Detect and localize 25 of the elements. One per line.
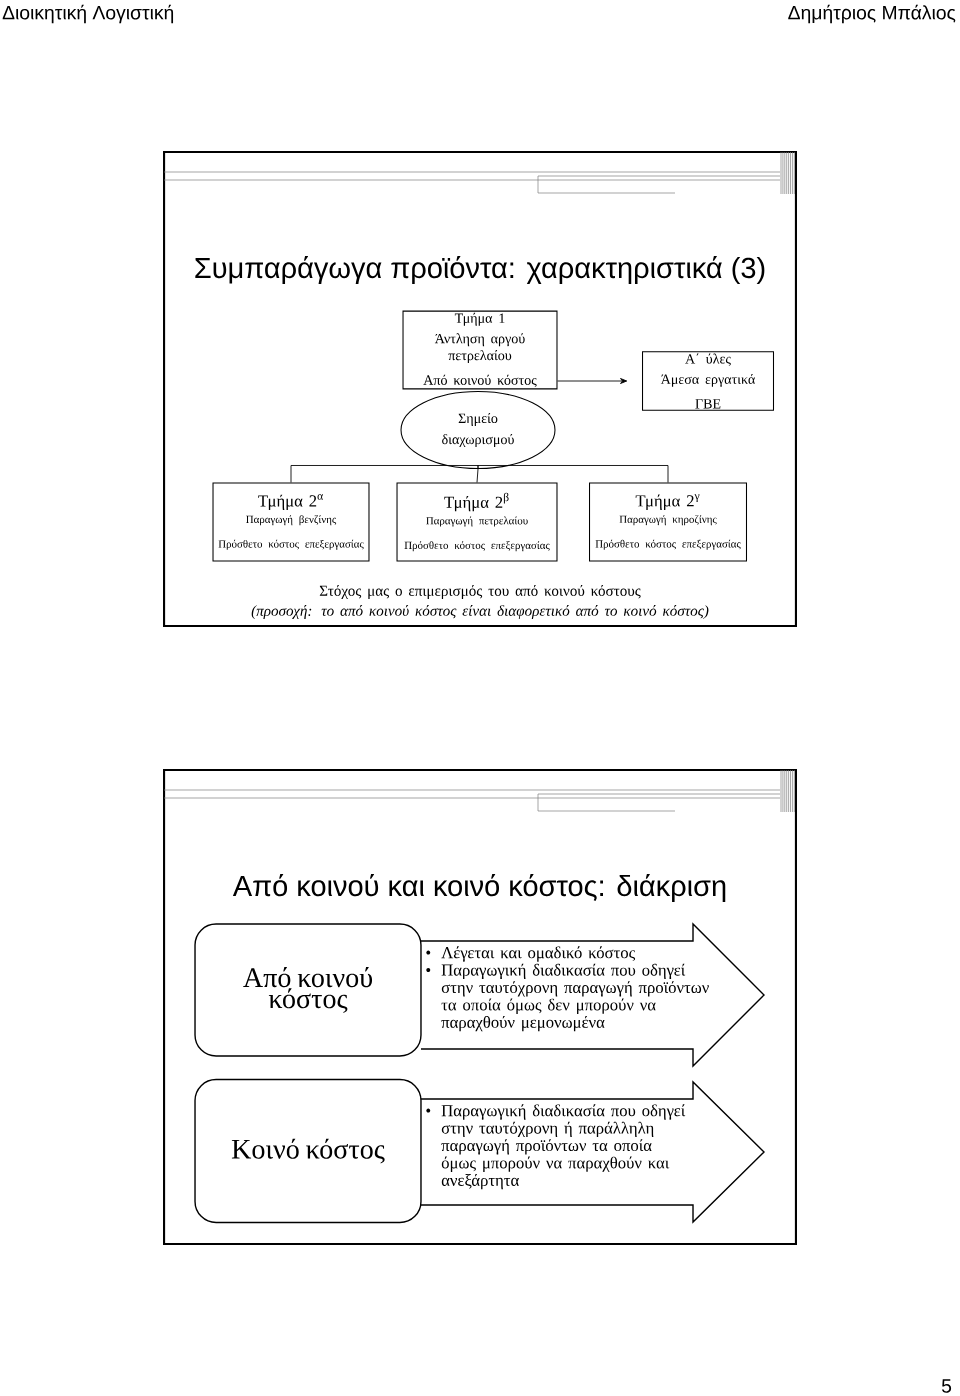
process-box: Α΄ ύλες Άμεσα εργατικά ΓΒΕ [642, 351, 775, 411]
header-text: Δημήτριος Μπάλιος [788, 4, 956, 24]
connector [476, 468, 479, 483]
bullet-list: • Παραγωγική διαδικασία που οδηγεί στην ταυτόχρονη ή παράλληλη παραγωγή προϊόντων τα οποία όμως μπορούν να παραχθούν και ανεξάρτητα [426, 1104, 686, 1190]
process-box: Τμήμα 2$^{γ}$ Παραγωγή κηροζίνης Πρόσθετο κόστος επεξεργασίας [589, 482, 747, 562]
process-box: Τμήμα 2$^{β}$ Παραγωγή πετρελαίου Πρόσθετο κόστος επεξεργασίας [396, 482, 558, 562]
bullet: • [426, 1108, 431, 1113]
bullet: • [426, 950, 431, 955]
note-text: Στόχος μας ο επιμερισμός του από κοινού κόστους [319, 585, 641, 599]
connector [477, 465, 669, 483]
pointed-panel [420, 922, 765, 1068]
header-text: 5 [941, 1379, 952, 1393]
pointed-panel [420, 1080, 765, 1224]
note-text: (προσοχή: το από κοινού κόστος είναι διαφορετικό από το κοινό κόστος) [251, 605, 709, 619]
process-box: Τμήμα 1 Άντληση αργού πετρελαίου Από κοινού κόστος [402, 310, 558, 390]
process-box: Τμήμα 2$^{α}$ Παραγωγή βενζίνης Πρόσθετο κόστος επεξεργασίας [212, 482, 370, 562]
connector [557, 378, 628, 384]
slide-title: Από κοινού και κοινό κόστος: διάκριση [232, 874, 726, 902]
header-text: Διοικητική Λογιστική [2, 4, 174, 24]
connector [290, 465, 479, 483]
term-box: Κοινό κόστος [194, 1078, 422, 1224]
slide-title: Συμπαράγωγα προϊόντα: χαρακτηριστικά (3) [195, 256, 765, 284]
bullet: • [426, 968, 431, 972]
term-box: Από κοινού κόστος [194, 923, 422, 1057]
bullet-list: • Λέγεται και ομαδικό κόστος • Παραγωγική διαδικασία που οδηγεί στην ταυτόχρονη παραγωγή προϊόντων τα οποία όμως δεν μπορούν να παραχθούν μεμονωμένα [426, 946, 709, 1032]
